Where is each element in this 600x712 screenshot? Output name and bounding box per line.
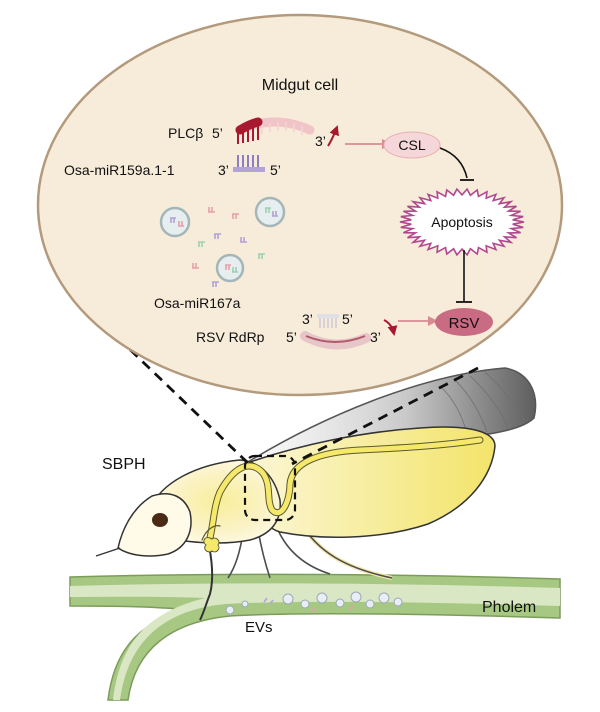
midgut-cell-title: Midgut cell	[262, 77, 338, 94]
rsv-node	[435, 308, 493, 336]
inhibit-csl-apoptosis	[439, 147, 468, 179]
stem-vesicles	[225, 591, 403, 615]
rdrp-3prime: 3’	[370, 329, 381, 345]
mir167-3prime: 3’	[302, 311, 313, 327]
midgut-highlight-box	[243, 454, 297, 522]
apoptosis-shape	[399, 187, 525, 257]
mir159-strand	[233, 155, 265, 172]
pholem-label: Pholem	[482, 599, 536, 616]
rdrp-mrna	[300, 331, 371, 350]
plcb-label: PLCβ	[168, 125, 203, 141]
insect-gut	[201, 436, 484, 542]
rdrp-label: RSV RdRp	[196, 329, 265, 345]
plcb-up-arrow	[327, 125, 339, 147]
midgut-cell	[36, 13, 564, 397]
vesicle-cluster	[159, 196, 286, 287]
rdrp-down-arrow	[383, 319, 398, 336]
salivary-gland	[203, 537, 220, 553]
phloem-stem	[69, 573, 561, 701]
insect-antenna	[95, 547, 121, 557]
plcb-5prime: 5’	[212, 125, 223, 141]
mir159-label: Osa-miR159a.1-1	[64, 162, 175, 178]
mir167-label: Osa-miR167a	[154, 295, 241, 311]
mir167-5prime: 5’	[342, 311, 353, 327]
mir159-5prime: 5’	[270, 162, 281, 178]
zoom-line-left	[117, 336, 251, 467]
mir167-strand	[317, 314, 339, 328]
rsv-label: RSV	[449, 315, 480, 332]
plcb-mrna	[235, 117, 315, 144]
csl-label: CSL	[398, 137, 425, 153]
insect-mouthpart	[199, 539, 214, 621]
evs-label: EVs	[245, 619, 273, 636]
insect-eye	[152, 513, 168, 527]
sbph-label: SBPH	[102, 456, 146, 473]
zoom-line-right	[291, 366, 479, 466]
apoptosis-label: Apoptosis	[431, 214, 492, 230]
mir159-3prime: 3’	[218, 162, 229, 178]
rdrp-5prime: 5’	[286, 329, 297, 345]
wing-veins	[439, 371, 525, 437]
csl-node	[383, 131, 441, 159]
plcb-3prime: 3’	[315, 133, 326, 149]
